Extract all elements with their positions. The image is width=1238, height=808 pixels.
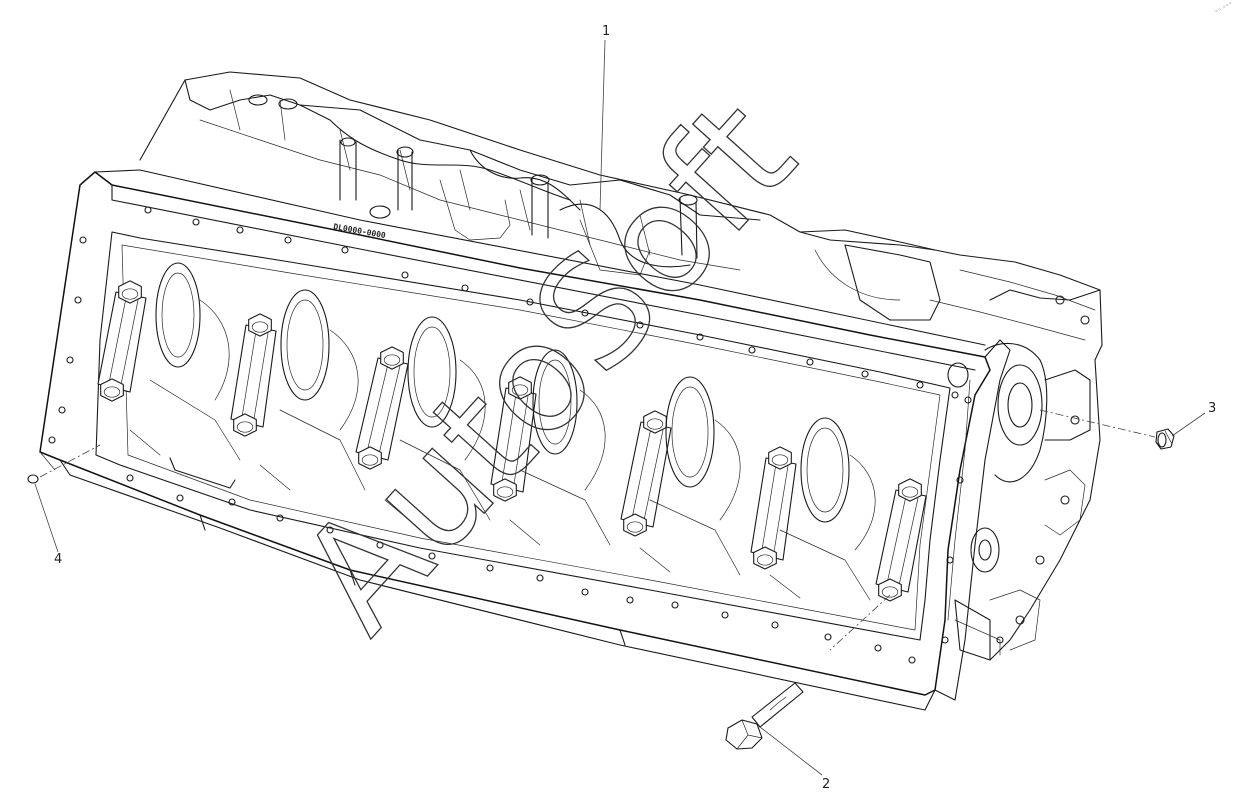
bolt-hole [908, 656, 916, 664]
bolt-hole [771, 621, 779, 629]
bolt-hole [946, 556, 954, 564]
crankcase-frame [39, 169, 1011, 711]
bolt-hole [581, 588, 589, 596]
part-4-plug [27, 444, 101, 484]
bolt-hole [48, 436, 56, 444]
bolt-hole [236, 226, 244, 234]
leader-1 [599, 39, 606, 211]
block-upper-deck [139, 71, 936, 276]
bolt-head [878, 578, 902, 602]
bolt-head [248, 313, 272, 337]
bolt-head [768, 446, 792, 470]
leader-3 [1171, 412, 1206, 437]
bolt-hole [58, 406, 66, 414]
bolt-hole [536, 574, 544, 582]
bolt-hole [176, 494, 184, 502]
callout-1: 1 [602, 24, 610, 39]
block-front-end [799, 229, 1103, 661]
bolt-hole [721, 611, 729, 619]
main-bearing-caps [97, 280, 927, 602]
bolt-head [898, 478, 922, 502]
bolt-head [358, 446, 382, 470]
corner-mark: ◦◦ ◦◦◦ [1214, 0, 1234, 16]
bolt-hole [806, 358, 814, 366]
callout-leaders [34, 39, 1206, 776]
bolt-hole [951, 391, 959, 399]
bolt-head [623, 513, 647, 537]
bearing-cap [750, 457, 797, 561]
bolt-hole [276, 514, 284, 522]
engraved-part-number: DL0000-0000 [333, 222, 387, 240]
frame-bolt-holes [48, 206, 972, 664]
bolt-hole [748, 346, 756, 354]
bolt-hole [964, 396, 972, 404]
bolt-hole [428, 552, 436, 560]
bolt-hole [486, 564, 494, 572]
bolt-hole [861, 370, 869, 378]
bolt-head [380, 346, 404, 370]
bearing-cap [97, 291, 147, 393]
bolt-hole [941, 636, 949, 644]
bolt-hole [671, 601, 679, 609]
bolt-hole [461, 284, 469, 292]
bolt-hole [401, 271, 409, 279]
bolt-hole [626, 596, 634, 604]
callout-2: 2 [822, 777, 830, 792]
bolt-hole [526, 298, 534, 306]
bolt-hole [228, 498, 236, 506]
leader-4 [34, 483, 59, 553]
bolt-hole [636, 321, 644, 329]
bolt-hole [126, 474, 134, 482]
bearing-cap [230, 324, 277, 428]
leader-2 [759, 726, 823, 776]
bolt-hole [916, 381, 924, 389]
bolt-hole [144, 206, 152, 214]
bolt-head [753, 546, 777, 570]
bolt-head [118, 280, 142, 304]
bolt-hole [696, 333, 704, 341]
bolt-head [100, 378, 124, 402]
bolt-hole [874, 644, 882, 652]
bolt-hole [581, 309, 589, 317]
part-2-bolt [725, 594, 891, 750]
cylinder-bores [129, 262, 876, 601]
bolt-hole [376, 541, 384, 549]
bolt-head [508, 376, 532, 400]
bolt-hole [956, 476, 964, 484]
bolt-head [233, 413, 257, 437]
bolt-head [643, 410, 667, 434]
bolt-hole [326, 526, 334, 534]
part-3-plug [1039, 409, 1175, 450]
bolt-hole [79, 236, 87, 244]
bolt-hole [284, 236, 292, 244]
bolt-hole [74, 296, 82, 304]
callout-3: 3 [1208, 401, 1216, 416]
bolt-hole [66, 356, 74, 364]
bolt-hole [192, 218, 200, 226]
bolt-head [493, 478, 517, 502]
bolt-hole [341, 246, 349, 254]
bolt-hole [824, 633, 832, 641]
callout-4: 4 [54, 552, 62, 567]
